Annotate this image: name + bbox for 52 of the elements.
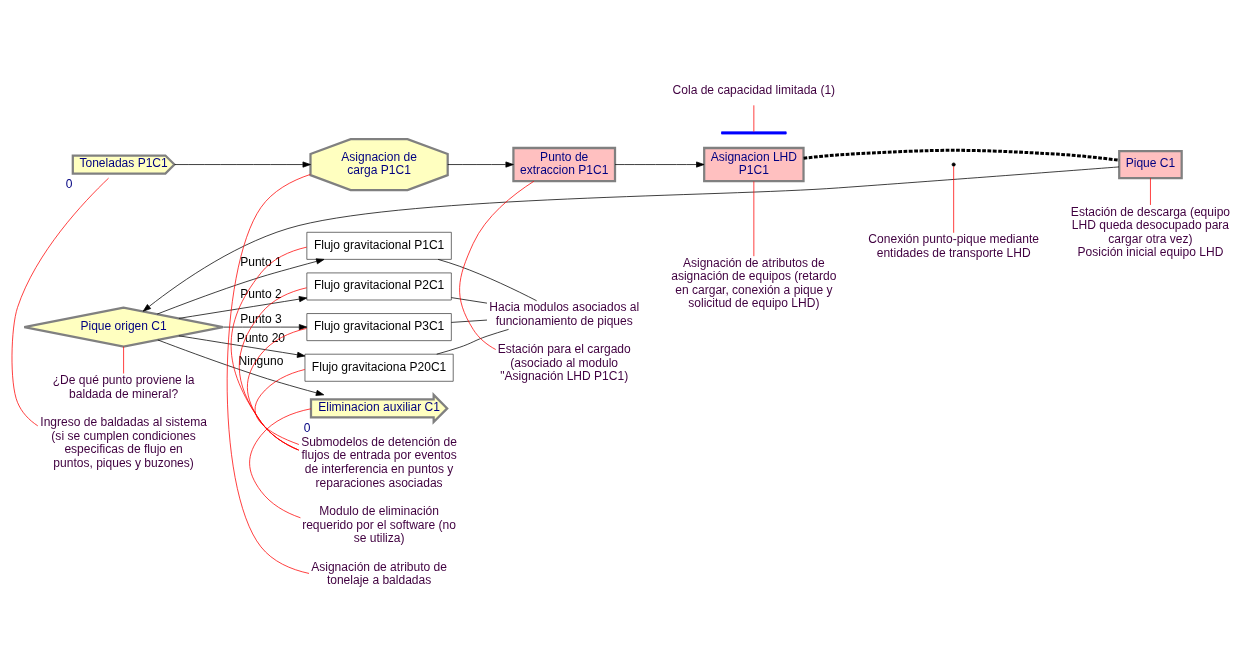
arrow <box>178 295 308 319</box>
node-text: Asignación de atributo de tonelaje a baldadas <box>311 559 447 587</box>
node-box: Pique C1 <box>1118 149 1183 179</box>
arrow <box>156 257 325 314</box>
connector <box>226 173 311 574</box>
node-box: Flujo gravitacional P3C1 <box>306 312 452 341</box>
arrow <box>178 334 306 358</box>
node-text: Modulo de eliminación requerido por el software (no se utiliza) <box>302 503 456 545</box>
node-text: Asignación de atributos de asignación de equipos (retardo en cargar, conexión a pique y solicitud de equipo LHD) <box>671 255 837 310</box>
node-text: Submodelos de detención de flujos de entrada por eventos de interferencia en puntos y reparaciones asociadas <box>301 434 458 489</box>
connector <box>123 345 124 374</box>
connector <box>459 180 535 350</box>
connector <box>249 407 312 518</box>
node-box: Flujo gravitacional P1C1 <box>306 231 452 260</box>
edge-label: Ninguno <box>238 353 284 368</box>
connector <box>803 148 1120 162</box>
connector <box>11 177 109 426</box>
node-text: Estación para el cargado (asociado al modulo "Asignación LHD P1C1) <box>497 341 631 383</box>
node-bar <box>721 130 787 134</box>
node-box: Punto de extraccion P1C1 <box>512 146 617 182</box>
arrow <box>142 166 1120 312</box>
connector <box>238 286 307 450</box>
node-label: 0 <box>65 176 73 191</box>
arrow <box>614 161 705 168</box>
connector <box>247 327 307 450</box>
node-text: Estación de descarga (equipo LHD queda desocupado para cargar otra vez) Posición inicial equipo LHD <box>1070 204 1231 259</box>
connector <box>953 165 955 233</box>
edge-label: Punto 1 <box>240 254 282 269</box>
arrow <box>157 339 325 396</box>
arrow <box>174 161 311 168</box>
connector <box>451 319 488 323</box>
arrow <box>447 161 514 168</box>
node-box: Flujo gravitaciona P20C1 <box>304 353 454 382</box>
connector <box>436 328 509 355</box>
node-box: Flujo gravitacional P2C1 <box>306 272 452 300</box>
edge-label: Punto 20 <box>236 330 286 345</box>
node-text: Ingreso de baldadas al sistema (si se cumplen condiciones especificas de flujo en puntos, piques y buzones) <box>40 414 207 470</box>
connector <box>753 180 755 257</box>
node-text: Conexión punto-pique mediante entidades de transporte LHD <box>868 231 1039 260</box>
node-text: ¿De qué punto proviene la baldada de mineral? <box>52 372 195 401</box>
edge-label: Punto 3 <box>240 311 282 326</box>
node-label: 0 <box>303 420 311 435</box>
node-text: Hacia modulos asociados al funcionamiento de piques <box>489 299 640 328</box>
connector <box>437 258 537 301</box>
node-box: Asignacion LHD P1C1 <box>703 146 805 182</box>
connector <box>254 368 306 445</box>
connector <box>451 296 488 304</box>
edge-label: Punto 2 <box>240 286 282 301</box>
node-text: Cola de capacidad limitada (1) <box>672 82 836 97</box>
connector <box>1150 177 1151 205</box>
arrow <box>222 323 308 330</box>
connector <box>230 246 307 450</box>
